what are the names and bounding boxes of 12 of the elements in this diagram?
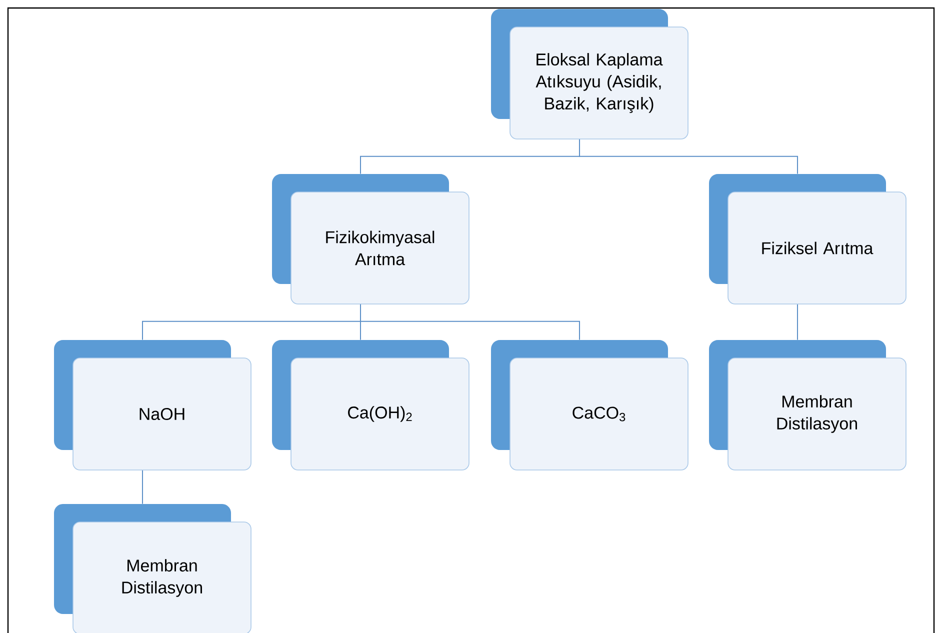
process-box: Ca(OH)$_{2}$	[272, 340, 470, 470]
process-box: Fizikokimyasal Arıtma	[272, 174, 470, 304]
process-box: Membran Distilasyon	[709, 340, 906, 470]
process-box: Membran Distilasyon	[54, 504, 252, 633]
process-box: Eloksal Kaplama Atıksuyu (Asidik, Bazik, Karışık)	[491, 9, 688, 140]
connector-line	[142, 470, 143, 504]
connector-line	[797, 304, 798, 340]
process-box: CaCO$_{3}$	[491, 340, 688, 470]
process-box: Fiziksel Arıtma	[709, 174, 906, 304]
connector-line	[360, 304, 580, 340]
process-box: NaOH	[54, 340, 252, 470]
connector-line	[579, 138, 798, 174]
